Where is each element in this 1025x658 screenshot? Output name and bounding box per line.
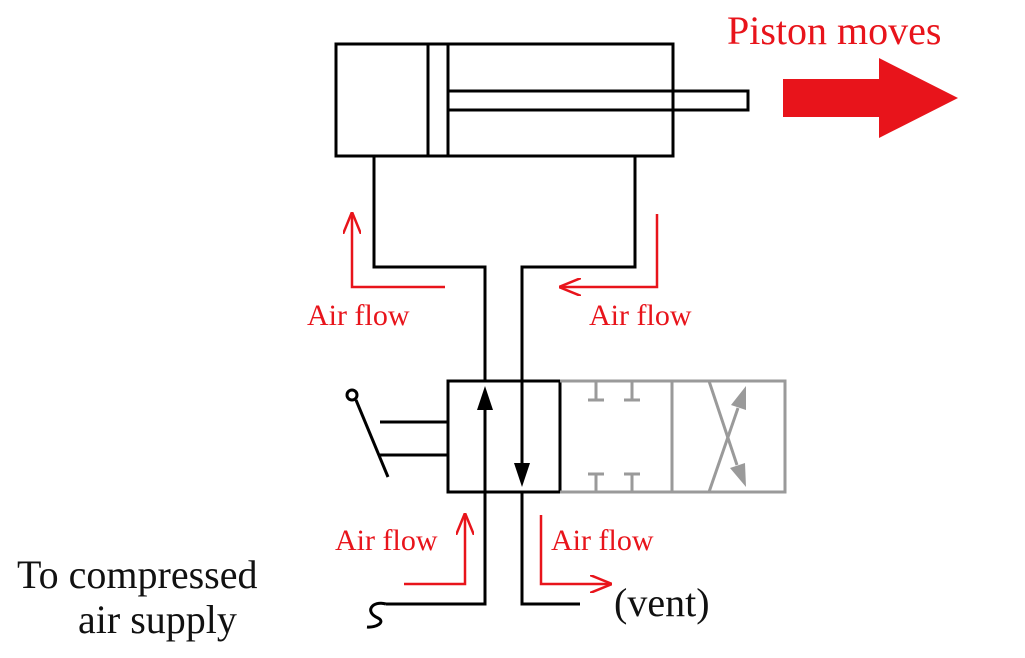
valve-crossed-position [670,379,787,494]
label-airflow-exhaust: Air flow [551,524,654,557]
right-arrow-icon [783,58,958,138]
cylinder-body [334,42,675,158]
flow-down-arrowhead [514,463,530,487]
right-air-line [520,156,637,382]
title-piston-moves: Piston moves [727,8,941,53]
flow-arrow-supply [404,515,465,586]
flow-arrow-exhaust [539,515,610,584]
piston-rod [448,89,750,112]
flow-up-arrowhead [477,386,493,410]
exhaust-line [520,492,580,606]
supply-line [386,492,487,606]
label-airflow-left-line: Air flow [307,299,410,332]
supply-line-break-symbol [366,601,387,629]
label-airflow-supply: Air flow [335,524,438,557]
valve-blocked-position [560,379,672,494]
left-air-line [372,156,487,382]
label-vent: (vent) [614,580,710,625]
flow-arrow-left-line [352,214,445,289]
label-supply-line2: air supply [78,597,237,642]
label-airflow-right-line: Air flow [589,299,692,332]
cross-arrowhead-down [730,463,746,487]
valve-active-position [446,379,562,494]
lever-icon [345,388,448,478]
flow-arrow-right-line [561,214,659,287]
label-supply-line1: To compressed [17,552,257,597]
pneumatic-cylinder [334,42,750,158]
cross-arrowhead-up [731,386,746,410]
